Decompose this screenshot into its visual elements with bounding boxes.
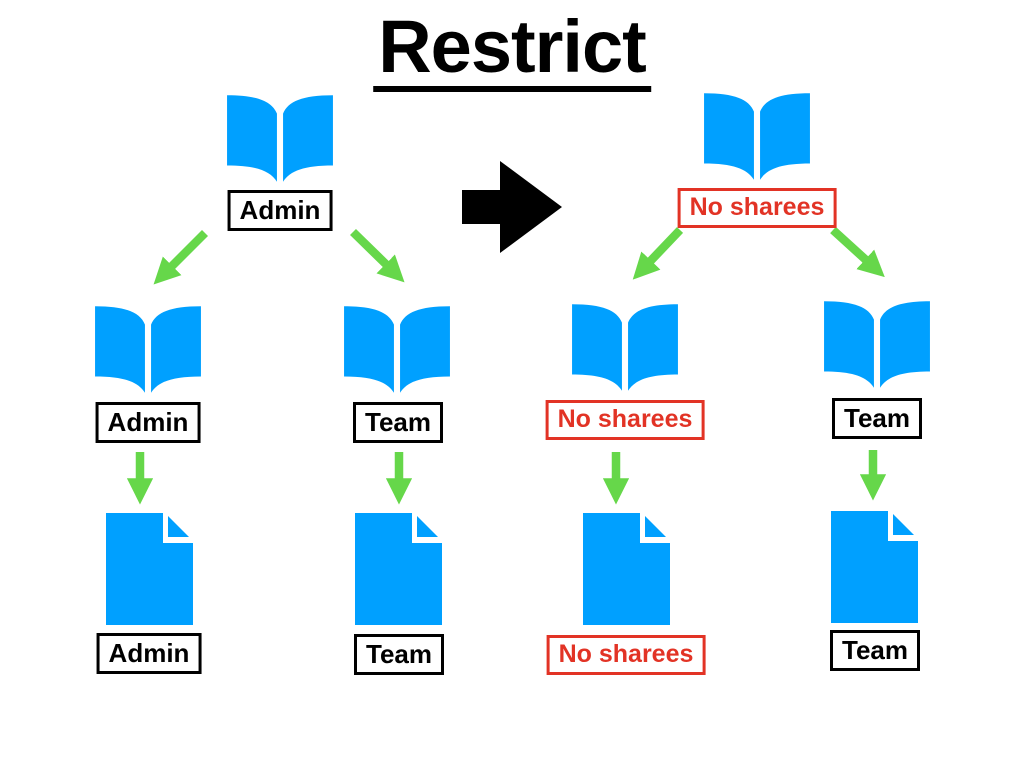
green-arrow-icon xyxy=(632,227,684,280)
document-label: No sharees xyxy=(546,635,706,675)
root-notebook-label: Admin xyxy=(227,190,333,231)
document-icon xyxy=(583,513,670,625)
notebook-label: Team xyxy=(832,398,922,439)
document-icon xyxy=(831,511,918,623)
document-icon xyxy=(106,513,193,625)
document-icon xyxy=(355,513,442,625)
green-arrow-icon xyxy=(153,229,209,285)
open-book-icon xyxy=(704,93,810,180)
page-title: Restrict xyxy=(373,7,651,93)
transform-arrow-icon xyxy=(462,161,562,253)
document-label: Team xyxy=(830,630,920,671)
open-book-icon xyxy=(227,95,333,182)
green-arrow-icon xyxy=(350,228,405,283)
document-label: Team xyxy=(354,634,444,675)
notebook-label: Team xyxy=(353,402,443,443)
notebook-label: No sharees xyxy=(545,400,705,440)
notebook-label: Admin xyxy=(95,402,201,443)
open-book-icon xyxy=(344,306,450,393)
open-book-icon xyxy=(95,306,201,393)
document-label: Admin xyxy=(96,633,202,674)
open-book-icon xyxy=(824,301,930,388)
open-book-icon xyxy=(572,304,678,391)
root-notebook-label: No sharees xyxy=(677,188,837,228)
green-arrow-icon xyxy=(830,226,885,278)
